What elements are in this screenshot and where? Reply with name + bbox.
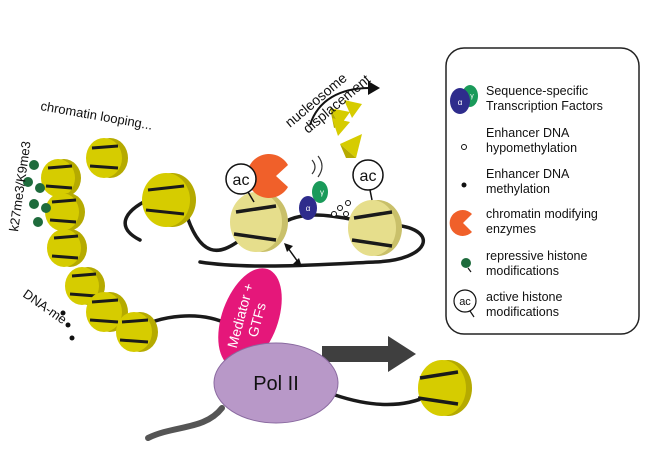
transcription-arrow-shaft — [322, 346, 390, 362]
legend-item-tf: α γ Sequence-specific Transcription Fact… — [450, 84, 603, 114]
legend-label: hypomethylation — [486, 141, 577, 155]
legend-label: Enhancer DNA — [486, 167, 570, 181]
enhancer-nucleosome-right — [348, 200, 402, 256]
legend-label: Enhancer DNA — [486, 126, 570, 140]
svg-text:α: α — [458, 98, 463, 107]
mediator-complex — [218, 268, 282, 368]
ac-mark-left: ac — [225, 163, 257, 203]
pol2-label: Pol II — [253, 373, 299, 395]
legend-label: active histone — [486, 290, 562, 304]
legend-label: Transcription Factors — [486, 99, 603, 113]
legend-item-active: ac active histone modifications — [453, 289, 562, 319]
svg-text:ac: ac — [459, 296, 471, 308]
legend-item-repressive: repressive histone modifications — [461, 249, 587, 278]
nucleosome — [116, 312, 158, 352]
nucleosome — [86, 138, 128, 178]
svg-text:γ: γ — [470, 93, 474, 100]
transcription-arrow-head — [388, 336, 416, 372]
legend-label: modifications — [486, 305, 559, 319]
nucleosome — [417, 360, 472, 416]
dna-path-to-enhancer — [183, 208, 242, 253]
ac-label: ac — [233, 172, 250, 189]
legend-label: repressive histone — [486, 249, 587, 263]
dna-methylation-marks — [60, 310, 75, 341]
legend-item-enzyme: chromatin modifying enzymes — [449, 207, 598, 237]
nucleosome — [142, 173, 196, 227]
dna-path-right-loop — [198, 223, 426, 268]
ac-mark-right: ac — [352, 159, 384, 201]
nucleosome — [41, 159, 81, 197]
hypomethylation-marks — [331, 200, 351, 217]
legend-item-hypomethylation: Enhancer DNA hypomethylation — [461, 126, 577, 155]
legend-box — [445, 47, 640, 335]
legend-label: chromatin modifying — [486, 207, 598, 221]
displacement-arrowhead — [368, 81, 380, 95]
transcription-factor: γ α — [299, 181, 328, 220]
dna-path-between-enhancers — [278, 213, 357, 227]
legend-label: modifications — [486, 264, 559, 278]
nucleosome — [47, 229, 87, 267]
nucleosome — [86, 292, 128, 332]
ac-label: ac — [360, 168, 377, 185]
dna-me-label: DNA-me — [20, 286, 69, 327]
pol2-complex — [213, 342, 339, 424]
enhancer-nucleosome-left — [230, 192, 288, 252]
legend-label: methylation — [486, 182, 550, 196]
repressive-marks — [23, 160, 51, 227]
nucleosome — [45, 193, 85, 231]
heterochromatin-fiber — [41, 138, 196, 352]
chromatin-looping-label: chromatin looping... — [39, 98, 153, 132]
legend-label: Sequence-specific — [486, 84, 588, 98]
alpha-label: α — [306, 204, 311, 213]
legend-item-methylation: Enhancer DNA methylation — [461, 167, 570, 196]
interaction-arrow — [284, 243, 302, 267]
gamma-label: γ — [320, 188, 324, 197]
dna-gray-tail — [145, 405, 225, 441]
displaced-nucleosome-fragments — [330, 100, 362, 158]
motion-lines — [311, 155, 323, 178]
legend: α γ Sequence-specific Transcription Fact… — [445, 47, 640, 335]
displacement-arrow — [309, 87, 371, 126]
dna-path-pol-bottom — [333, 393, 432, 407]
chromatin-enzyme — [246, 154, 288, 198]
legend-label: enzymes — [486, 222, 536, 236]
